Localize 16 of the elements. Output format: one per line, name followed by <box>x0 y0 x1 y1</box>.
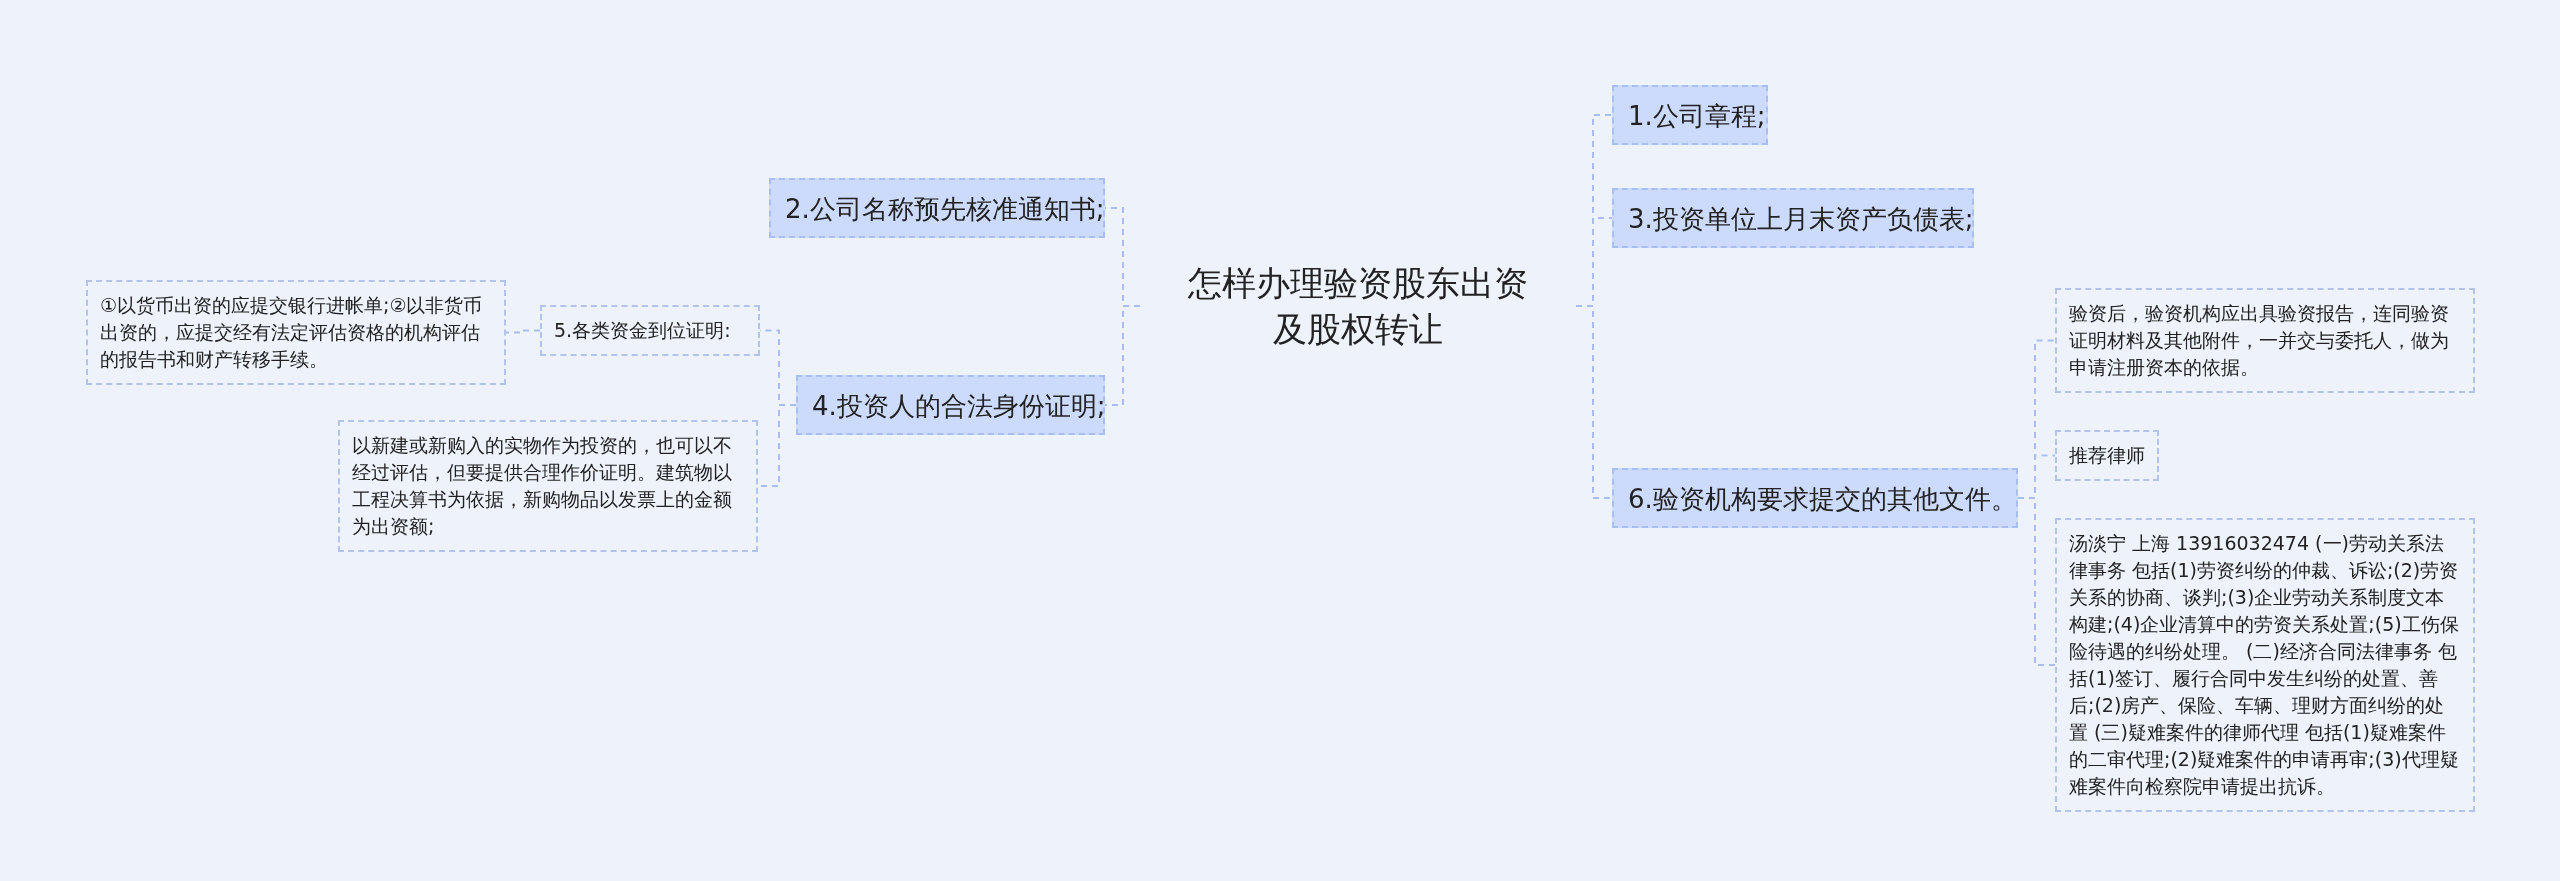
topic-box: 4.投资人的合法身份证明; <box>796 375 1105 435</box>
connector-line <box>2017 497 2056 666</box>
note-box: 以新建或新购入的实物作为投资的，也可以不经过评估，但要提供合理作价证明。建筑物以工程决算书为依据，新购物品以发票上的金额为出资额; <box>338 420 758 552</box>
note-box: 验资后，验资机构应出具验资报告，连同验资证明材料及其他附件，一并交与委托人，做为申请注册资本的依据。 <box>2055 288 2475 393</box>
note-box: 汤淡宁 上海 13916032474 (一)劳动关系法律事务 包括(1)劳资纠纷的仲裁、诉讼;(2)劳资关系的协商、谈判;(3)企业劳动关系制度文本构建;(4)企业清算中的劳资关系处置;(5)工伤保险待遇的纠纷处理。 (二)经济合同法律事务 包括(1)签订、履行合同中发生纠纷的处置、善后;(2)房产、保险、车辆、理财方面纠纷的处置 (三)疑难案件的律师代理 包括(1)疑难案件的二审代理;(2)疑难案件的申请再审;(3)代理疑难案件向检察院申请提出抗诉。 <box>2055 518 2475 812</box>
connector-line <box>1575 305 1613 499</box>
topic-box: 1.公司章程; <box>1612 85 1768 145</box>
topic-box: 2.公司名称预先核准通知书; <box>769 178 1105 238</box>
topic-box: 6.验资机构要求提交的其他文件。 <box>1612 468 2018 528</box>
note-box: 推荐律师 <box>2055 430 2159 481</box>
connector-line <box>505 329 541 334</box>
connector-line <box>1104 305 1141 406</box>
note-box: ①以货币出资的应提交银行进帐单;②以非货币出资的，应提交经有法定评估资格的机构评估的报告书和财产转移手续。 <box>86 280 506 385</box>
topic-box: 3.投资单位上月末资产负债表; <box>1612 188 1974 248</box>
central-topic: 怎样办理验资股东出资及股权转让 <box>1140 242 1576 370</box>
note-box: 5.各类资金到位证明: <box>540 305 760 356</box>
